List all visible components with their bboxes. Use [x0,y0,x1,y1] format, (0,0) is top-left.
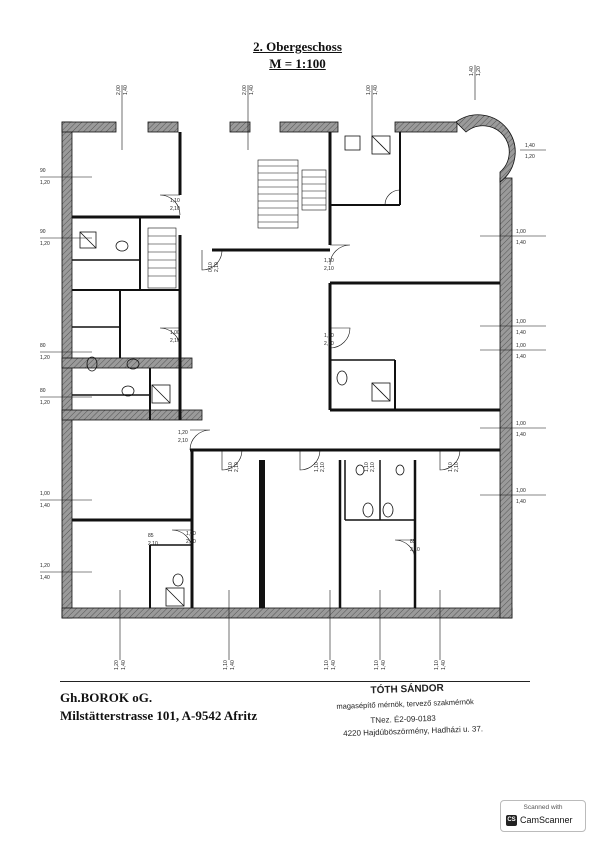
dimension-labels-top: 2,00 1,40 2,00 1,40 1,00 1,40 1,40 1,20 [116,66,482,95]
door-swings [159,189,461,561]
dim-left-2b: 1,20 [40,241,50,247]
dim-bottom-3: 1,10 [324,660,330,670]
door-label-12: 85 [148,533,154,539]
dim-top-1b: 1,40 [123,85,129,95]
interior-walls [72,132,500,608]
dim-bottom-3b: 1,40 [331,660,337,670]
door-label-8b: 2,10 [320,462,326,472]
dim-right-2b: 1,40 [516,240,526,246]
dim-bottom-5b: 1,40 [441,660,447,670]
door-label-10: 1,10 [364,462,370,472]
door-label-8: 1,10 [314,462,320,472]
dim-left-6: 1,20 [40,563,50,569]
dim-top-3: 1,00 [366,85,372,95]
dim-right-2: 1,00 [516,229,526,235]
dim-left-5: 1,00 [40,491,50,497]
door-label-13b: 2,10 [410,547,420,553]
dim-left-6b: 1,40 [40,575,50,581]
plan-title: 2. Obergeschoss [253,39,342,54]
door-label-10b: 2,10 [370,462,376,472]
plan-scale: M = 1:100 [269,56,326,71]
dim-right-1: 1,40 [525,143,535,149]
dimension-labels-left: 90 1,20 90 1,20 80 1,20 80 1,20 1,00 1,4… [40,168,50,581]
door-label-5: 1,20 [324,333,334,339]
dim-right-3: 1,00 [516,319,526,325]
dim-bottom-5: 1,10 [434,660,440,670]
footer-rule [60,681,530,682]
door-label-4: 1,00 [170,330,180,336]
exterior-walls [61,114,516,619]
dim-right-4b: 1,40 [516,354,526,360]
door-label-12b: 2,10 [148,541,158,547]
dimension-labels-right: 1,40 1,20 1,00 1,40 1,00 1,40 1,00 1,40 … [516,143,535,505]
door-label-13: 85 [410,539,416,545]
dim-right-6: 1,00 [516,488,526,494]
door-label-9: 1,10 [448,462,454,472]
dim-bottom-4b: 1,40 [381,660,387,670]
door-label-6b: 2,10 [178,438,188,444]
dim-top-1: 2,00 [116,85,122,95]
dim-top-4b: 1,20 [476,66,482,76]
door-label-2b: 2,10 [214,262,220,272]
dim-bottom-2: 1,10 [223,660,229,670]
dim-right-6b: 1,40 [516,499,526,505]
door-label-3b: 2,10 [324,266,334,272]
dim-left-3b: 1,20 [40,355,50,361]
dim-left-1: 90 [40,168,46,174]
dim-top-4: 1,40 [469,66,475,76]
dim-top-3b: 1,40 [373,85,379,95]
dim-bottom-1b: 1,40 [121,660,127,670]
owner-name: Gh.BOROK oG. [60,690,153,705]
dim-top-2b: 1,40 [249,85,255,95]
dim-left-2: 90 [40,229,46,235]
door-labels: 1,10 2,10 0,10 2,10 1,10 2,10 1,00 2,10 … [148,198,460,553]
staircase [147,159,327,289]
door-label-1: 1,10 [170,198,180,204]
dim-bottom-1: 1,20 [114,660,120,670]
door-label-7: 1,10 [228,462,234,472]
door-label-11b: 2,10 [186,539,196,545]
door-label-11: 1,00 [186,531,196,537]
door-label-2: 0,10 [208,262,214,272]
dim-bottom-2b: 1,40 [230,660,236,670]
door-label-6: 1,20 [178,430,188,436]
scanner-badge: Scanned with CS CamScanner [500,800,586,832]
owner-address: Milstätterstrasse 101, A-9542 Afritz [60,708,258,723]
dim-right-4: 1,00 [516,343,526,349]
dim-right-5b: 1,40 [516,432,526,438]
window-markers [40,65,546,660]
door-label-3: 1,10 [324,258,334,264]
dim-left-5b: 1,40 [40,503,50,509]
dim-left-4: 80 [40,388,46,394]
door-label-4b: 2,10 [170,338,180,344]
scanner-name: CamScanner [520,815,573,825]
dim-left-1b: 1,20 [40,180,50,186]
door-label-1b: 2,10 [170,206,180,212]
dim-bottom-4: 1,10 [374,660,380,670]
door-label-5b: 2,10 [324,341,334,347]
dim-top-2: 2,00 [242,85,248,95]
door-label-7b: 2,10 [234,462,240,472]
door-label-9b: 2,10 [454,462,460,472]
camscanner-logo-icon: CS [506,815,517,826]
dim-right-1b: 1,20 [525,154,535,160]
scanner-caption: Scanned with [523,804,563,811]
dim-left-4b: 1,20 [40,400,50,406]
dim-left-3: 80 [40,343,46,349]
dim-right-5: 1,00 [516,421,526,427]
dim-right-3b: 1,40 [516,330,526,336]
dimension-labels-bottom: 1,20 1,40 1,10 1,40 1,10 1,40 1,10 1,40 … [114,660,447,670]
sanitary-fixtures [79,135,405,607]
